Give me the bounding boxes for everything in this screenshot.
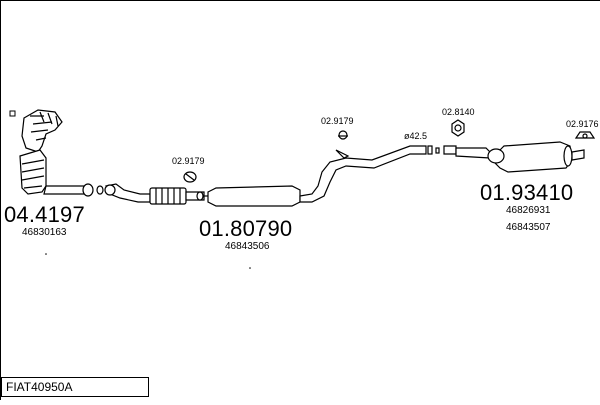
rear-silencer-ref-1: 46826931 bbox=[506, 205, 551, 216]
rear-clamp-code: 02.9176 bbox=[566, 119, 599, 129]
manifold-part bbox=[19, 109, 104, 197]
pipe-diameter: ø42.5 bbox=[404, 131, 428, 141]
manifold-code: 04.4197 bbox=[4, 202, 85, 227]
diagram-code-box: FIAT40950A bbox=[1, 377, 149, 397]
dot bbox=[249, 267, 251, 269]
rear-silencer-part bbox=[455, 141, 585, 173]
front-clamp-code: 02.9179 bbox=[172, 156, 205, 166]
rear-silencer-ref-2: 46843507 bbox=[506, 222, 551, 233]
front-pipe-part bbox=[104, 183, 205, 205]
front-clamp-icon bbox=[183, 171, 197, 183]
rear-clamp-icon bbox=[574, 131, 596, 139]
diagram-code: FIAT40950A bbox=[6, 380, 73, 394]
marker-square bbox=[9, 110, 16, 117]
rear-hanger-icon bbox=[451, 119, 465, 137]
mid-silencer-part bbox=[204, 145, 427, 207]
diameter-joint bbox=[427, 145, 457, 155]
manifold-ref: 46830163 bbox=[22, 227, 67, 238]
rear-silencer-code: 01.93410 bbox=[480, 180, 574, 205]
mid-hanger-icon bbox=[338, 130, 348, 140]
mid-hanger-code: 02.9179 bbox=[321, 116, 354, 126]
mid-silencer-code: 01.80790 bbox=[199, 216, 293, 241]
rear-hanger-code: 02.8140 bbox=[442, 107, 475, 117]
dot bbox=[45, 253, 47, 255]
mid-silencer-ref: 46843506 bbox=[225, 241, 270, 252]
